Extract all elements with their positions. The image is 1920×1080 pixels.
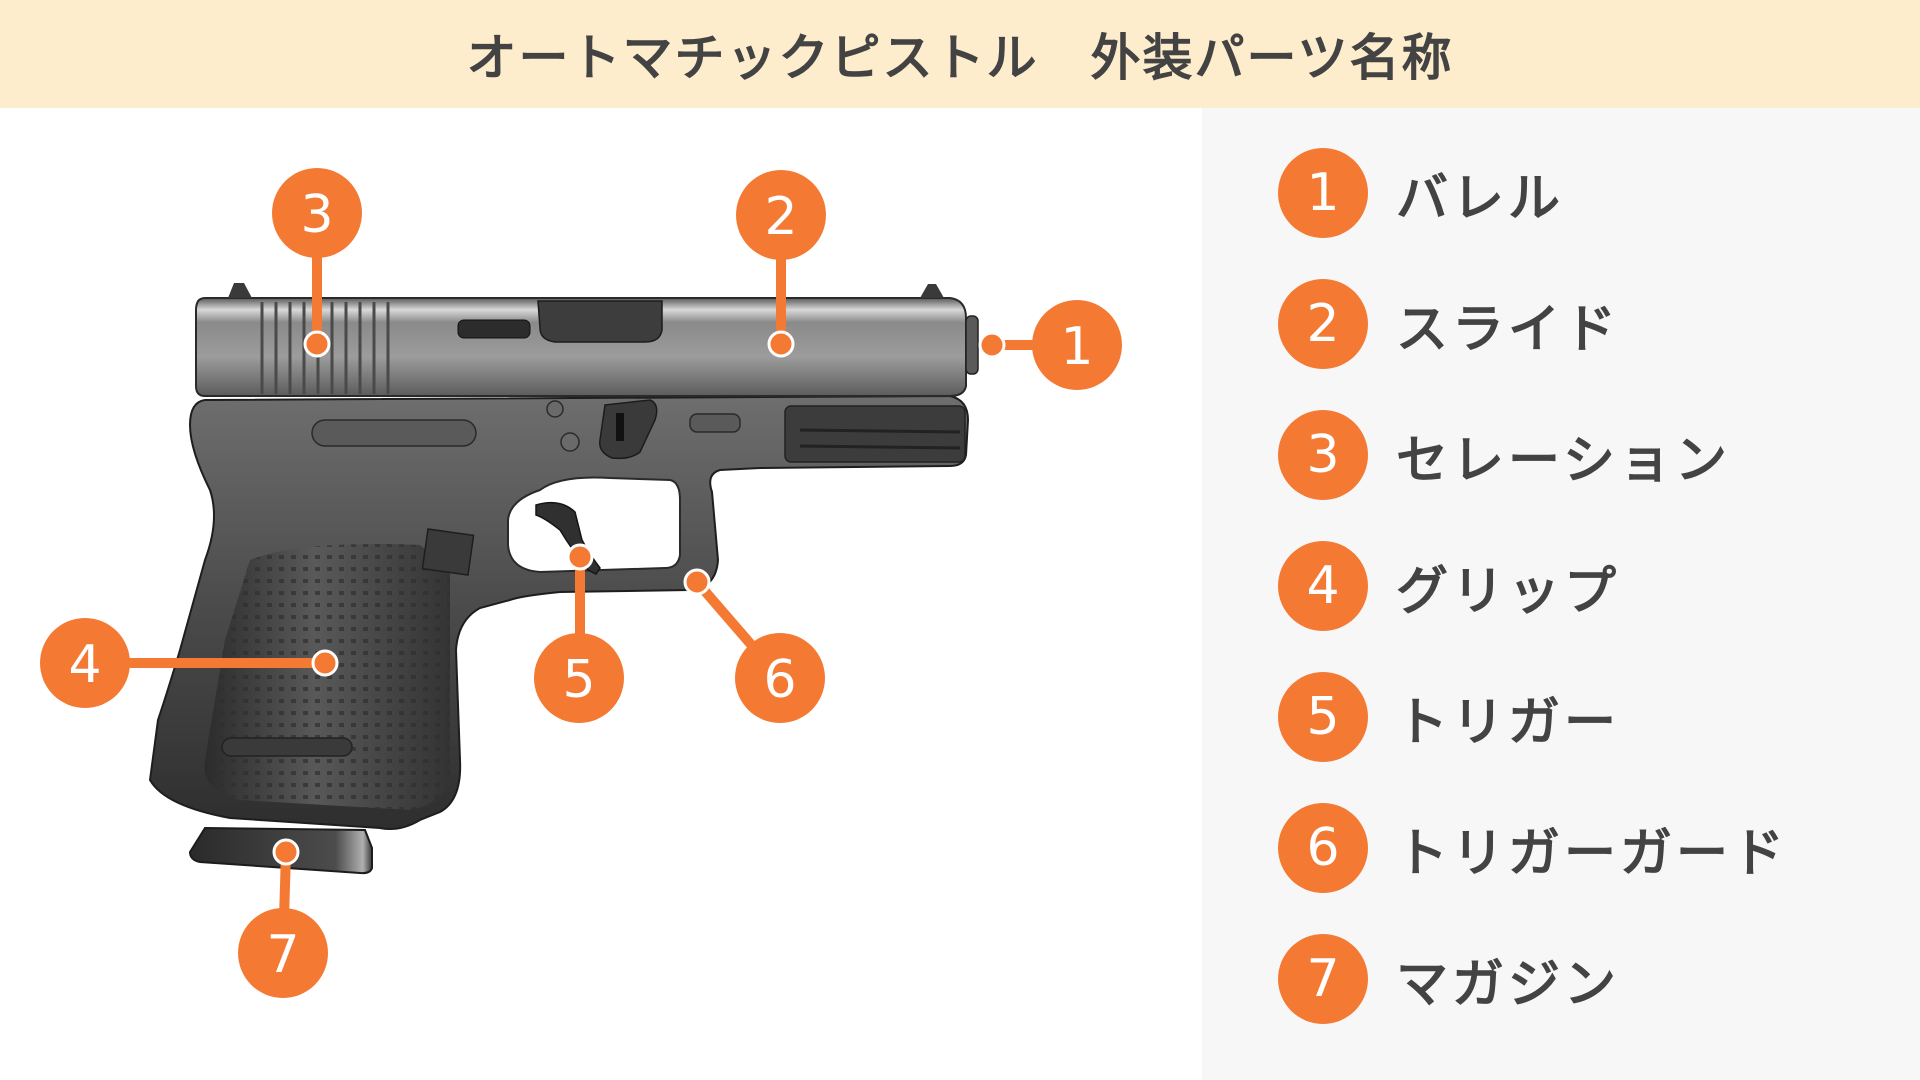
slide	[195, 283, 967, 397]
callout-1: 1	[978, 300, 1122, 390]
legend-label: トリガー	[1396, 692, 1621, 753]
legend-number-badge: 7	[1278, 934, 1368, 1024]
legend-label: グリップ	[1396, 561, 1621, 622]
callout-2: 2	[736, 170, 826, 358]
legend-item-grip: 4 グリップ	[1278, 541, 1620, 631]
callout-2-number: 2	[764, 187, 797, 247]
legend-number-badge: 1	[1278, 148, 1368, 238]
callout-3-number: 3	[300, 185, 333, 245]
legend-number-badge: 3	[1278, 410, 1368, 500]
legend-item-barrel: 1 バレル	[1278, 148, 1564, 238]
legend-number-badge: 6	[1278, 803, 1368, 893]
callout-4-number: 4	[68, 635, 101, 695]
legend-item-serration: 3 セレーション	[1278, 410, 1731, 500]
legend-number-badge: 5	[1278, 672, 1368, 762]
callout-6-number: 6	[763, 650, 796, 710]
callout-3: 3	[272, 168, 362, 358]
legend-label: マガジン	[1396, 954, 1621, 1015]
legend-label: セレーション	[1396, 430, 1731, 491]
callout-5: 5	[534, 543, 624, 723]
legend-item-trigger: 5 トリガー	[1278, 672, 1620, 762]
callout-4: 4	[40, 618, 339, 708]
trigger-guard-opening	[507, 476, 681, 574]
legend-label: バレル	[1396, 168, 1565, 229]
legend-label: スライド	[1396, 299, 1621, 360]
pistol-diagram: 1 2 3 4 5 6 7	[40, 168, 1122, 998]
callout-6: 6	[683, 568, 825, 723]
barrel-muzzle	[965, 315, 979, 375]
legend-item-magazine: 7 マガジン	[1278, 934, 1620, 1024]
legend-number-badge: 4	[1278, 541, 1368, 631]
legend-panel: 1 バレル 2 スライド 3 セレーション 4 グリップ 5 トリガー 6 トリ…	[1202, 108, 1920, 1080]
page-title: オートマチックピストル 外装パーツ名称	[466, 29, 1454, 87]
callout-5-number: 5	[562, 650, 595, 710]
legend-label: トリガーガード	[1396, 823, 1789, 884]
callout-7-number: 7	[266, 925, 299, 985]
callout-1-number: 1	[1060, 317, 1093, 377]
legend-item-slide: 2 スライド	[1278, 279, 1620, 369]
callout-7: 7	[238, 838, 328, 998]
legend-number-badge: 2	[1278, 279, 1368, 369]
frame	[148, 394, 970, 830]
header-banner: オートマチックピストル 外装パーツ名称	[0, 0, 1920, 108]
legend-item-trigger-guard: 6 トリガーガード	[1278, 803, 1788, 893]
